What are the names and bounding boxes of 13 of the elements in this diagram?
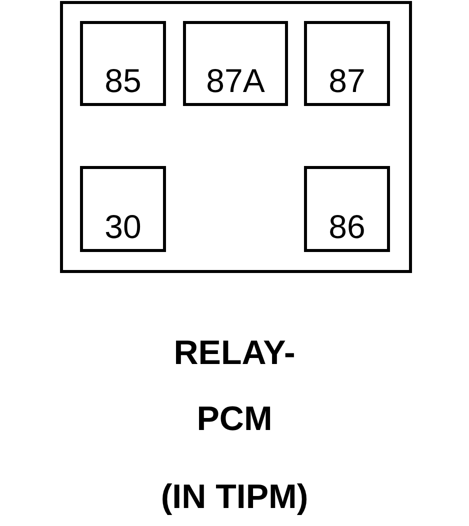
pin-box (304, 166, 390, 252)
pin-number: 30 (104, 210, 142, 243)
pin-box (80, 166, 166, 252)
pin-box (304, 21, 390, 106)
pin-number: 87A (206, 64, 265, 97)
pin-number: 85 (104, 64, 142, 97)
relay-label: RELAY- PCM (172, 333, 296, 440)
relay-label: (IN TIPM) (160, 477, 310, 518)
relay-outline (60, 1, 412, 273)
pin-number: 86 (328, 210, 366, 243)
pin-box (183, 21, 288, 106)
pin-box (80, 21, 166, 106)
pin-number: 87 (328, 64, 366, 97)
